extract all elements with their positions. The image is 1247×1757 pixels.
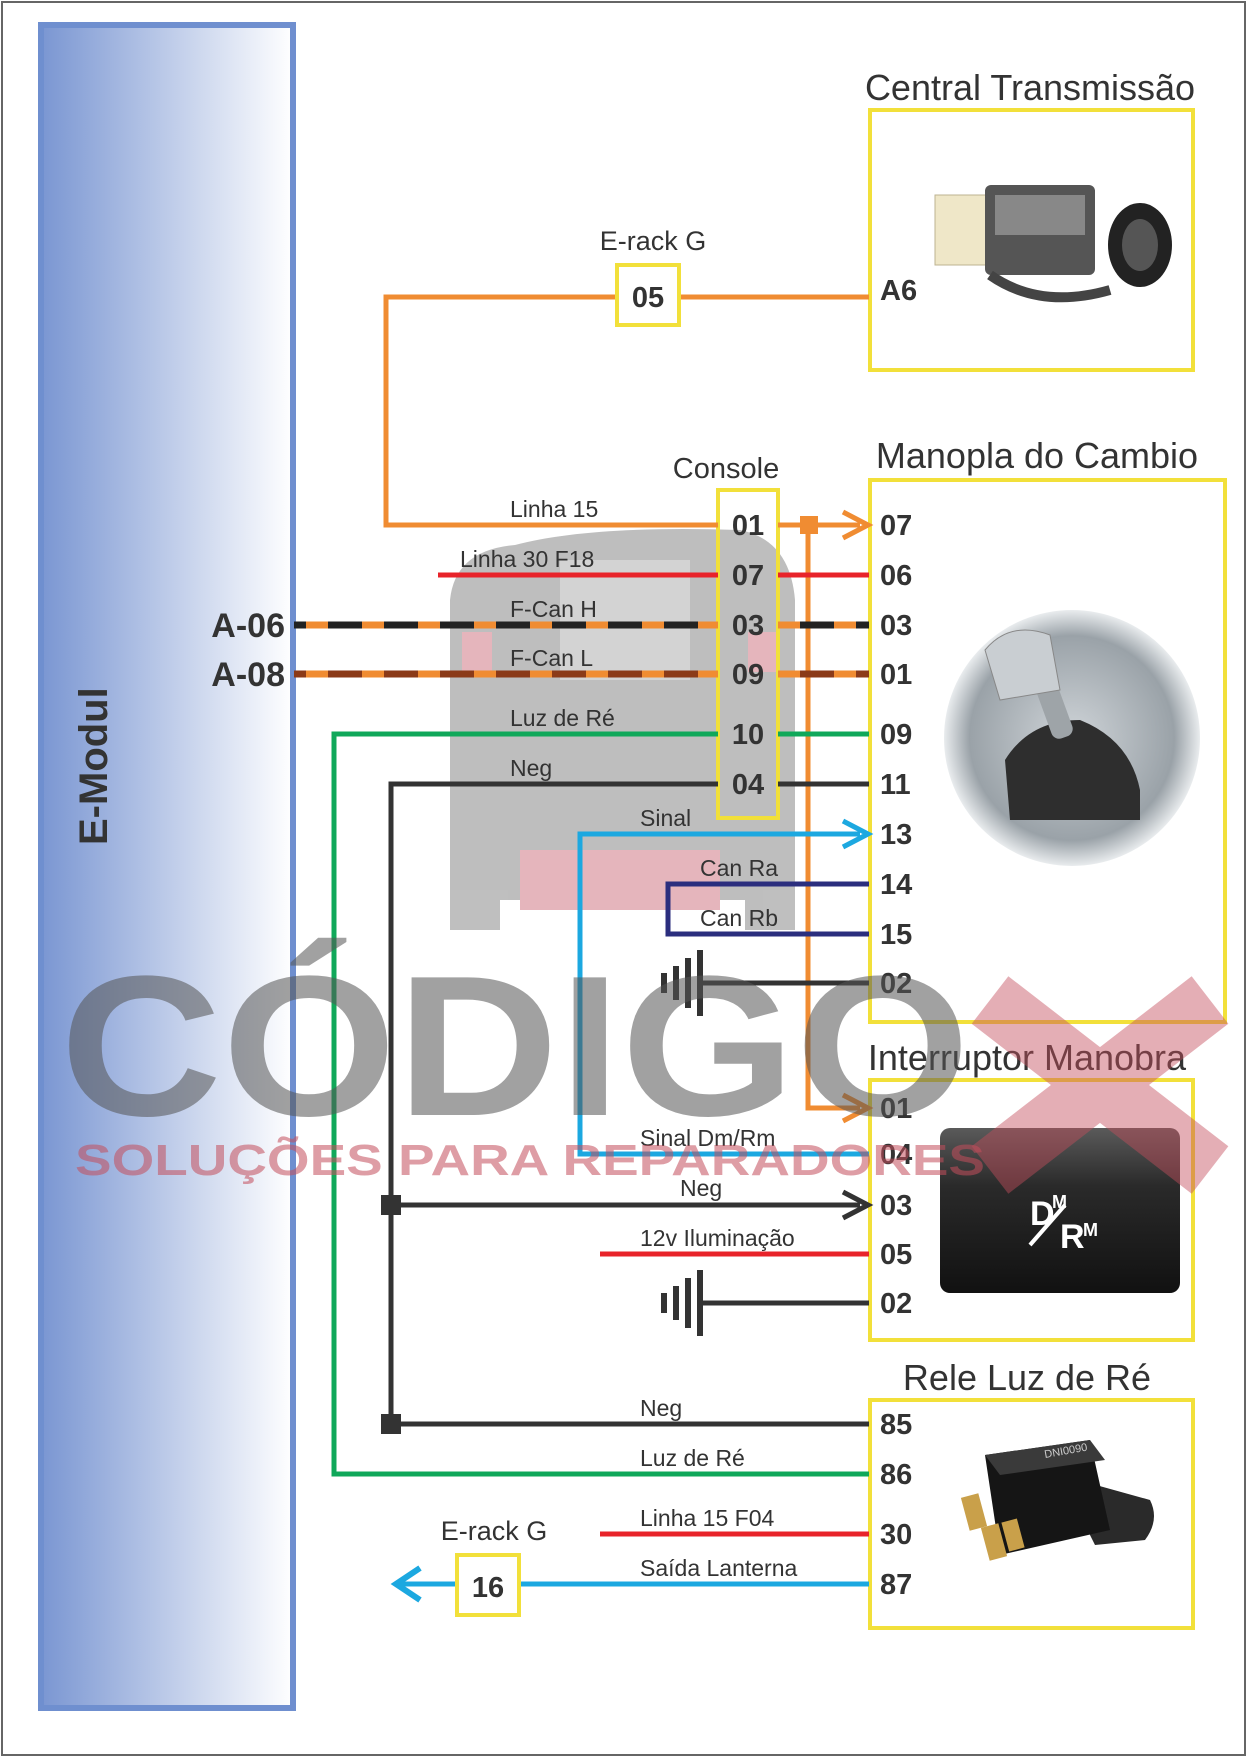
wire-label-canra: Can Ra [700, 855, 778, 881]
interruptor-pin-01: 01 [880, 1093, 912, 1125]
erack-bottom-number: 16 [472, 1572, 504, 1604]
svg-text:D: D [1030, 1195, 1055, 1233]
erack-top-label: E-rack G [600, 226, 707, 256]
wire-label-canrb: Can Rb [700, 905, 778, 931]
erack-top-box [615, 263, 681, 327]
erack-bottom-box [455, 1553, 521, 1617]
wire-label-fcanh: F-Can H [510, 596, 597, 622]
central-transmissao-title: Central Transmissão [865, 67, 1195, 108]
rele-pin-30: 30 [880, 1519, 912, 1551]
wire-label-linha15f04: Linha 15 F04 [640, 1505, 774, 1531]
erack-bottom-label: E-rack G [441, 1516, 548, 1546]
wire-label-neg3: Neg [640, 1395, 682, 1421]
central-transmissao-box [868, 108, 1195, 372]
manopla-pin-13: 13 [880, 819, 912, 851]
wire-label-neg2: Neg [680, 1175, 722, 1201]
console-pin-03: 03 [732, 610, 764, 642]
gear-knob-image [944, 610, 1200, 866]
rele-pin-87: 87 [880, 1569, 912, 1601]
e-modul-label: E-Modul [72, 687, 116, 845]
rele-title: Rele Luz de Ré [903, 1357, 1151, 1398]
wire-label-luzre2: Luz de Ré [640, 1445, 745, 1471]
module-pin-a08: A-08 [211, 656, 285, 694]
manopla-pin-02: 02 [880, 968, 912, 1000]
manopla-pin-14: 14 [880, 869, 912, 901]
manopla-pin-15: 15 [880, 919, 912, 951]
rele-box [868, 1398, 1195, 1630]
rele-pin-86: 86 [880, 1459, 912, 1491]
console-pin-09: 09 [732, 659, 764, 691]
transmission-unit-image [934, 185, 1172, 303]
watermark: CÓDIGO SOLUÇÕES PARA REPARADORES [60, 935, 1229, 1194]
maneuver-switch-image: D M R M [940, 1128, 1180, 1293]
manopla-pin-11: 11 [880, 769, 911, 801]
wires [294, 294, 874, 1603]
watermark-brand: CÓDIGO [60, 935, 970, 1158]
interruptor-title: Interruptor Manobra [868, 1037, 1187, 1078]
wire-label-neg: Neg [510, 755, 552, 781]
console-title: Console [673, 453, 779, 485]
manopla-title: Manopla do Cambio [876, 435, 1198, 476]
wire-label-luzre: Luz de Ré [510, 705, 615, 731]
console-pin-07: 07 [732, 560, 764, 592]
interruptor-pin-02: 02 [880, 1288, 912, 1320]
console-box [716, 488, 780, 820]
svg-text:M: M [1083, 1220, 1098, 1240]
wire-label-ilum: 12v Iluminação [640, 1225, 795, 1251]
interruptor-pin-04: 04 [880, 1139, 912, 1171]
watermark-tagline: SOLUÇÕES PARA REPARADORES [75, 1135, 985, 1185]
module-pin-a06: A-06 [211, 607, 285, 645]
wire-label-sinal: Sinal [640, 805, 691, 831]
manopla-pin-09: 09 [880, 719, 912, 751]
manopla-pin-07: 07 [880, 510, 912, 542]
wire-label-fcanl: F-Can L [510, 645, 593, 671]
console-pin-01: 01 [732, 510, 764, 542]
central-transmissao-pin: A6 [880, 275, 917, 307]
interruptor-box [868, 1078, 1195, 1342]
manopla-pin-01: 01 [880, 659, 912, 691]
svg-text:R: R [1060, 1218, 1085, 1256]
rele-pin-85: 85 [880, 1409, 912, 1441]
interruptor-pin-05: 05 [880, 1239, 912, 1271]
relay-image: DNI0090 [960, 1440, 1154, 1561]
erack-top-number: 05 [632, 282, 664, 314]
wire-label-linha15: Linha 15 [510, 496, 598, 522]
wire-label-linha30: Linha 30 F18 [460, 546, 594, 572]
interruptor-pin-03: 03 [880, 1190, 912, 1222]
manopla-pin-03: 03 [880, 610, 912, 642]
manopla-box [868, 478, 1227, 1024]
e-modul-block [38, 22, 296, 1711]
wire-label-saida: Saída Lanterna [640, 1555, 798, 1581]
console-pin-10: 10 [732, 719, 764, 751]
wire-label-sinaldm: Sinal Dm/Rm [640, 1125, 775, 1151]
manopla-pin-06: 06 [880, 560, 912, 592]
console-pin-04: 04 [732, 769, 764, 801]
